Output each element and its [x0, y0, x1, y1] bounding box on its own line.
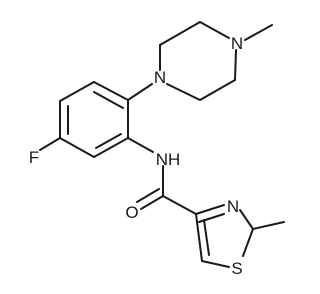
bond-s1-c5: [201, 260, 230, 268]
atom-labels: N N F NH O N S: [29, 34, 243, 278]
atom-label-amide-nh: NH: [156, 150, 181, 169]
atom-label-fluorine: F: [29, 148, 39, 167]
bond-c4-n3: [195, 204, 225, 215]
bond-c4-nmethyl: [234, 49, 237, 81]
bond-ring-d-e: [59, 137, 95, 158]
bond-carbonyl-o: [140, 195, 164, 210]
benzene-ring: [39, 81, 153, 158]
bond-ring-fluorine: [39, 137, 61, 151]
atom-label-n-methyl: N: [231, 34, 243, 53]
bond-c1-c2: [159, 21, 201, 46]
atom-label-carbonyl-o: O: [125, 203, 138, 222]
thiazole-ring: [195, 204, 285, 268]
amide-linker: [127, 137, 197, 215]
atom-label-thiazole-s: S: [231, 259, 242, 278]
bond-ring-e-f: [93, 137, 129, 158]
bond-naryl-c3: [166, 83, 201, 101]
bond-carbonyl-o-double: [136, 188, 160, 203]
bond-naryl-ring: [127, 83, 153, 101]
atom-label-thiazole-n: N: [227, 197, 239, 216]
bond-ring-b-c: [59, 81, 95, 102]
atom-label-n-aryl: N: [154, 68, 166, 87]
bond-ring-e-f-inner: [95, 133, 122, 149]
bond-c3-c4: [199, 79, 236, 101]
bond-ring-a-b: [93, 81, 129, 101]
bond-ring-nh: [127, 137, 154, 153]
bond-ring-a-b-inner: [93, 91, 124, 109]
piperazine-ring: [159, 21, 273, 101]
bond-carbonyl-thiazole: [162, 195, 197, 215]
bond-n3-c2: [239, 209, 254, 230]
bond-c2-s1: [242, 228, 254, 257]
bond-nmethyl-methyl: [244, 24, 273, 41]
bond-c5-c4: [195, 213, 203, 262]
bond-nmethyl-c1: [199, 21, 230, 39]
bond-c2-methyl: [252, 221, 285, 230]
bond-c5-c4-inner: [203, 219, 210, 256]
bond-c4-n3-inner: [198, 213, 225, 223]
